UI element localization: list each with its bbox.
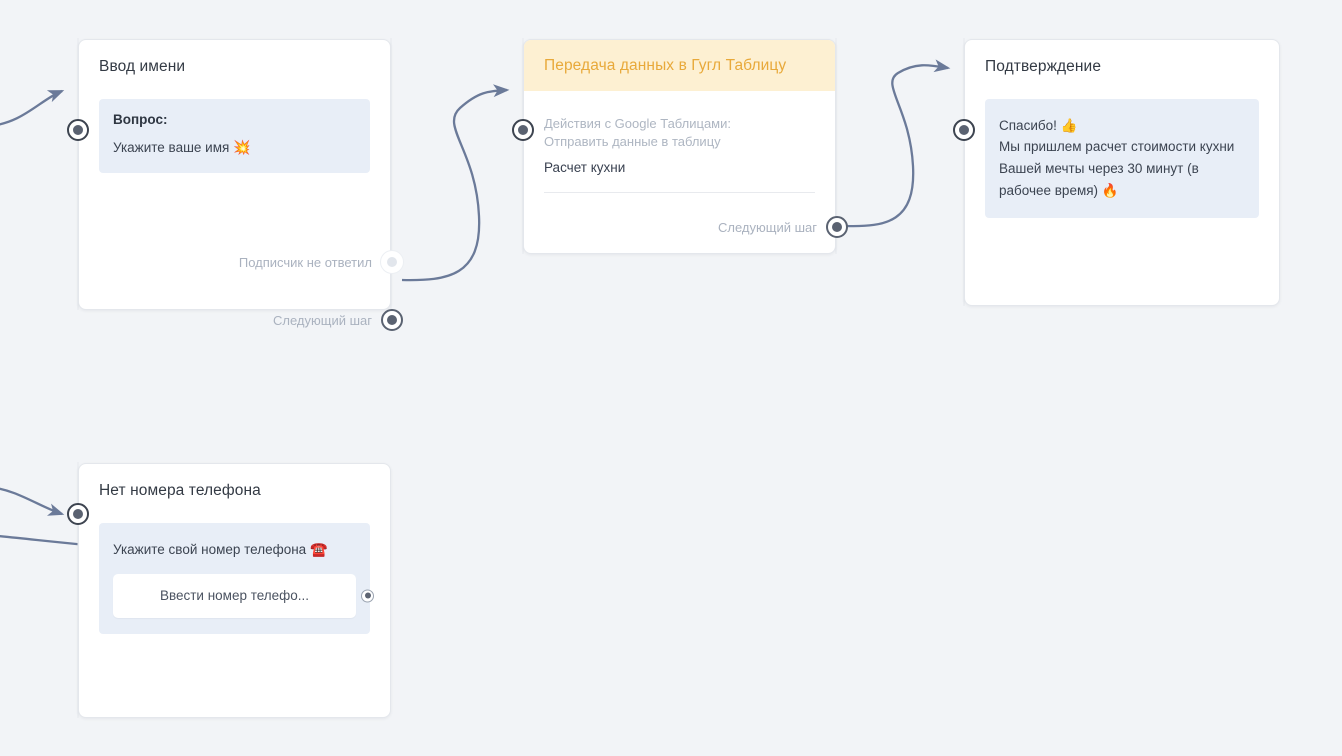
- phone-request-text: Укажите свой номер телефона ☎️: [113, 539, 356, 560]
- in-port-confirmation[interactable]: [953, 119, 975, 141]
- telephone-icon: ☎️: [309, 540, 328, 557]
- port-label: Следующий шаг: [273, 312, 372, 328]
- confirmation-bubble[interactable]: Спасибо! 👍 Мы пришлем расчет стоимости к…: [985, 98, 1259, 219]
- port-row-next-step[interactable]: Следующий шаг: [273, 309, 403, 331]
- in-port-google-sheets[interactable]: [512, 119, 534, 141]
- node-title: Нет номера телефона: [99, 482, 261, 499]
- edge-incoming-no-phone-primary: [0, 487, 65, 516]
- action-subtitle-line1: Действия с Google Таблицами:: [544, 116, 731, 131]
- in-port-name-input[interactable]: [67, 119, 89, 141]
- reply-button-enter-phone[interactable]: Ввести номер телефо...: [113, 573, 374, 618]
- port-row-no-answer[interactable]: Подписчик не ответил: [239, 251, 403, 273]
- node-body: Спасибо! 👍 Мы пришлем расчет стоимости к…: [965, 98, 1279, 219]
- node-body: Укажите свой номер телефона ☎️ Ввести но…: [79, 522, 390, 634]
- port-dot-next-step[interactable]: [381, 309, 403, 331]
- question-text: Укажите ваше имя 💥: [113, 137, 356, 158]
- node-name-input[interactable]: Ввод имени Вопрос: Укажите ваше имя 💥 По…: [67, 39, 403, 331]
- node-no-phone[interactable]: Нет номера телефона Укажите свой номер т…: [67, 463, 391, 718]
- phone-request-text-value: Укажите свой номер телефона: [113, 541, 307, 557]
- confirmation-line-1: Спасибо! 👍: [999, 117, 1078, 133]
- edge-incoming-name-input: [0, 89, 65, 126]
- node-google-sheets[interactable]: Передача данных в Гугл Таблицу Действия …: [512, 39, 848, 254]
- port-dot-next-step[interactable]: [826, 216, 848, 238]
- edge-google-sheets-to-confirmation: [845, 59, 951, 228]
- question-text-value: Укажите ваше имя: [113, 139, 230, 155]
- port-label: Подписчик не ответил: [238, 254, 372, 270]
- phone-request-bubble[interactable]: Укажите свой номер телефона ☎️ Ввести но…: [99, 522, 374, 634]
- node-body: Вопрос: Укажите ваше имя 💥: [79, 98, 390, 173]
- divider: [544, 191, 815, 193]
- confirmation-line-2: Мы пришлем расчет стоимости кухни: [999, 139, 1235, 155]
- question-label: Вопрос:: [113, 111, 168, 127]
- port-row-next-step[interactable]: Следующий шаг: [718, 216, 848, 238]
- reply-button-port[interactable]: [361, 589, 374, 603]
- node-confirmation[interactable]: Подтверждение Спасибо! 👍 Мы пришлем расч…: [953, 39, 1280, 306]
- action-value: Расчет кухни: [544, 159, 626, 175]
- boom-icon: 💥: [233, 138, 251, 155]
- question-bubble[interactable]: Вопрос: Укажите ваше имя 💥: [99, 98, 370, 173]
- node-title: Ввод имени: [99, 58, 186, 75]
- edge-name-input-to-google-sheets: [401, 84, 510, 282]
- confirmation-text: Спасибо! 👍 Мы пришлем расчет стоимости к…: [999, 115, 1245, 202]
- node-title: Подтверждение: [985, 58, 1102, 75]
- reply-button-label: Ввести номер телефо...: [159, 588, 310, 604]
- in-port-no-phone[interactable]: [67, 503, 89, 525]
- action-subtitle-line2: Отправить данные в таблицу: [544, 133, 721, 149]
- confirmation-line-4: рабочее время) 🔥: [999, 183, 1119, 199]
- confirmation-line-3: Вашей мечты через 30 минут (в: [999, 161, 1199, 177]
- port-dot-no-answer[interactable]: [381, 251, 403, 273]
- action-subtitle: Действия с Google Таблицами: Отправить д…: [544, 115, 815, 151]
- port-label: Следующий шаг: [718, 219, 817, 235]
- node-body: Действия с Google Таблицами: Отправить д…: [524, 91, 835, 193]
- node-title-header: Передача данных в Гугл Таблицу: [524, 40, 835, 91]
